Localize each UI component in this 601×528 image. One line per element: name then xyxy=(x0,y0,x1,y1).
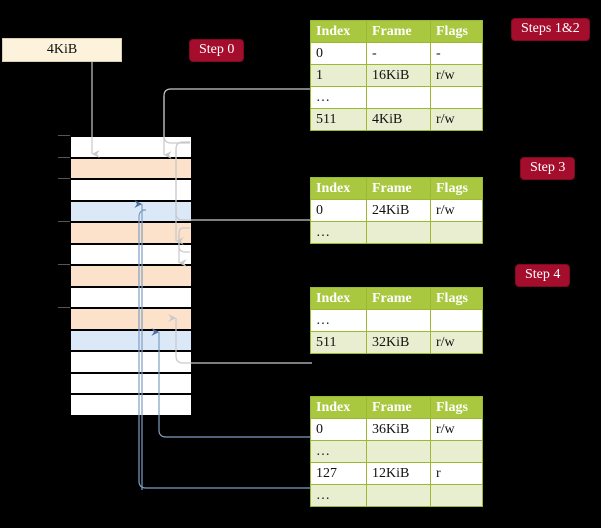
physical-memory-column xyxy=(70,135,191,416)
badge-step-0: Step 0 xyxy=(190,40,244,61)
table-cell xyxy=(430,86,483,109)
table-cell: 24KiB xyxy=(366,199,431,222)
table-cell: r/w xyxy=(430,64,483,87)
address-box-label: 4KiB xyxy=(46,42,78,57)
table-cell: 12KiB xyxy=(366,462,431,485)
memory-frame-row xyxy=(71,286,191,308)
memory-frame-row xyxy=(71,372,191,394)
table-cell: … xyxy=(310,309,367,332)
address-box: 4KiB xyxy=(2,38,122,62)
table-cell xyxy=(366,86,431,109)
memory-frame-row xyxy=(71,265,191,287)
table-cell: - xyxy=(430,42,483,65)
table-cell: r/w xyxy=(430,199,483,222)
column-header-index: Index xyxy=(310,177,367,200)
table-cell: 36KiB xyxy=(366,418,431,441)
table-cell: … xyxy=(310,221,367,244)
table-cell: r/w xyxy=(430,418,483,441)
table-cell: 4KiB xyxy=(366,108,431,131)
table-row: 0-- xyxy=(310,42,483,65)
table-cell xyxy=(366,309,431,332)
column-header-frame: Frame xyxy=(366,177,431,200)
column-header-flags: Flags xyxy=(430,177,483,200)
memory-tick-mark xyxy=(58,156,70,158)
table-cell xyxy=(366,484,431,507)
memory-frame-row xyxy=(71,136,191,158)
table-cell xyxy=(430,484,483,507)
wire-l2-511-to-mem-row8 xyxy=(168,314,312,364)
table-cell: … xyxy=(310,484,367,507)
table-cell xyxy=(430,309,483,332)
table-row: … xyxy=(310,484,483,507)
memory-frame-row xyxy=(71,243,191,265)
memory-frame-row xyxy=(71,351,191,373)
column-header-frame: Frame xyxy=(366,396,431,419)
memory-frame-row xyxy=(71,200,191,222)
memory-tick-mark xyxy=(58,307,70,308)
table-cell: 0 xyxy=(310,199,367,222)
table-cell: 0 xyxy=(310,42,367,65)
memory-frame-row xyxy=(71,308,191,330)
table-cell: 511 xyxy=(310,108,367,131)
column-header-index: Index xyxy=(310,396,367,419)
column-header-flags: Flags xyxy=(430,287,483,310)
column-header-index: Index xyxy=(310,20,367,43)
badge-steps-1-and-2: Steps 1&2 xyxy=(512,19,589,40)
table-cell xyxy=(430,221,483,244)
table-cell: … xyxy=(310,440,367,463)
table-row: … xyxy=(310,309,483,332)
memory-frame-row xyxy=(71,157,191,179)
column-header-flags: Flags xyxy=(430,396,483,419)
memory-frame-row xyxy=(71,329,191,351)
table-cell: 1 xyxy=(310,64,367,87)
column-header-frame: Frame xyxy=(366,287,431,310)
table-cell: r/w xyxy=(430,331,483,354)
wire-mem-row1-to-l1 xyxy=(175,141,312,221)
column-header-frame: Frame xyxy=(366,20,431,43)
badge-step-3: Step 3 xyxy=(521,158,575,179)
column-header-index: Index xyxy=(310,287,367,310)
table-cell: r/w xyxy=(430,108,483,131)
table-cell: … xyxy=(310,86,367,109)
memory-tick-mark xyxy=(58,221,70,222)
badge-step-4: Step 4 xyxy=(516,265,570,286)
table-cell xyxy=(430,440,483,463)
memory-tick-mark xyxy=(58,264,70,265)
table-cell xyxy=(366,440,431,463)
table-cell: r xyxy=(430,462,483,485)
table-row: … xyxy=(310,86,483,109)
memory-frame-row xyxy=(71,179,191,201)
memory-tick-mark xyxy=(58,178,70,179)
table-cell: 0 xyxy=(310,418,367,441)
table-row: … xyxy=(310,221,483,244)
table-cell: 16KiB xyxy=(366,64,431,87)
table-cell xyxy=(366,221,431,244)
table-cell: 32KiB xyxy=(366,331,431,354)
memory-tick-mark xyxy=(58,135,70,136)
table-row: … xyxy=(310,440,483,463)
table-cell: - xyxy=(366,42,431,65)
memory-frame-row xyxy=(71,394,191,416)
memory-frame-row xyxy=(71,222,191,244)
table-cell: 511 xyxy=(310,331,367,354)
column-header-flags: Flags xyxy=(430,20,483,43)
table-cell: 127 xyxy=(310,462,367,485)
